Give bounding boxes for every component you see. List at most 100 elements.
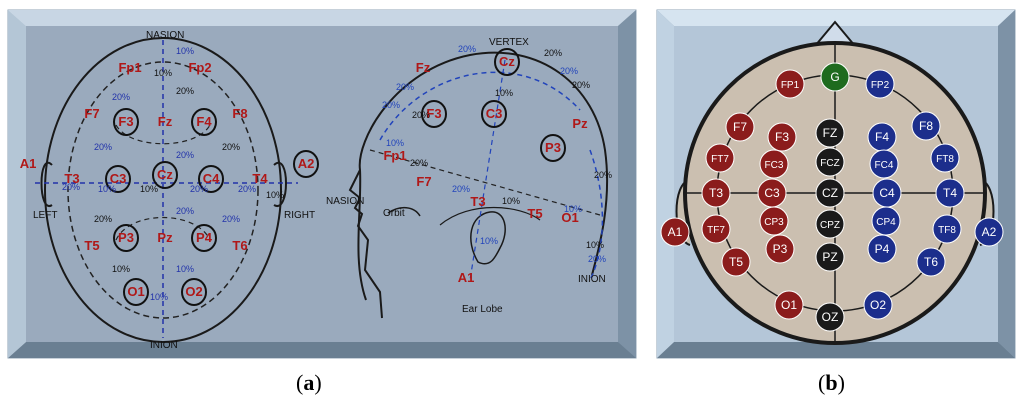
top-percent-label: 10% bbox=[176, 46, 194, 56]
top-nasion-label: NASION bbox=[146, 30, 184, 41]
side-electrode-ring-p3 bbox=[540, 134, 566, 162]
cap-electrode-dot-p3 bbox=[765, 234, 795, 264]
cap-electrode-label-f8: F8 bbox=[919, 119, 933, 133]
side-percent-label: 20% bbox=[588, 254, 606, 264]
top-left-label: LEFT bbox=[33, 210, 57, 221]
top-percent-label: 20% bbox=[238, 184, 256, 194]
panel-a-frame bbox=[7, 9, 637, 359]
cap-electrode-label-pz: PZ bbox=[822, 250, 837, 264]
cap-electrode-label-fp1: FP1 bbox=[781, 80, 800, 91]
cap-electrode-dot-cz bbox=[815, 178, 845, 208]
cap-electrode-label-a2: A2 bbox=[982, 225, 997, 239]
cap-electrode-label-cp4: CP4 bbox=[876, 217, 896, 228]
top-percent-label: 10% bbox=[112, 264, 130, 274]
top-electrode-t6: T6 bbox=[232, 238, 247, 253]
side-electrode-p3: P3 bbox=[545, 140, 561, 155]
cap-electrode-label-ft8: FT8 bbox=[936, 154, 954, 165]
side-electrode-ring-cz bbox=[494, 48, 520, 76]
cap-electrode-dot-g bbox=[820, 62, 850, 92]
top-percent-label: 10% bbox=[98, 184, 116, 194]
top-percent-label: 20% bbox=[222, 214, 240, 224]
top-percent-label: 10% bbox=[176, 264, 194, 274]
side-percent-label: 20% bbox=[382, 100, 400, 110]
top-electrode-f4: F4 bbox=[196, 114, 212, 129]
cap-electrode-dot-ft7 bbox=[705, 143, 735, 173]
side-electrode-pz: Pz bbox=[572, 116, 588, 131]
cap-electrode-dot-a2 bbox=[974, 217, 1004, 247]
cap-electrode-label-f3: F3 bbox=[775, 130, 789, 144]
cap-electrode-dot-f8 bbox=[911, 111, 941, 141]
top-electrode-fp1: Fp1 bbox=[118, 60, 141, 75]
side-view-diagram: VERTEX NASION INION Orbit Ear Lobe CzFzP… bbox=[326, 37, 612, 319]
cap-electrode-dot-f3 bbox=[767, 122, 797, 152]
top-electrode-ring-cz bbox=[152, 161, 178, 189]
cap-electrode-dot-o2 bbox=[863, 290, 893, 320]
top-electrode-fz: Fz bbox=[158, 114, 173, 129]
side-percent-label: 20% bbox=[452, 184, 470, 194]
top-electrode-t4: T4 bbox=[252, 171, 268, 186]
top-percent-label: 20% bbox=[112, 92, 130, 102]
cap-electrode-label-fc4: FC4 bbox=[875, 160, 894, 171]
cap-electrode-dot-fc3 bbox=[759, 149, 789, 179]
top-electrode-ring-p3 bbox=[113, 224, 139, 252]
side-percent-label: 20% bbox=[560, 66, 578, 76]
side-electrode-t5: T5 bbox=[527, 206, 542, 221]
side-electrode-cz: Cz bbox=[499, 54, 515, 69]
side-electrode-ring-c3 bbox=[481, 100, 507, 128]
cap-electrode-label-o2: O2 bbox=[870, 298, 886, 312]
cap-electrode-dot-oz bbox=[815, 302, 845, 332]
top-percent-label: 20% bbox=[62, 182, 80, 192]
top-electrode-t5: T5 bbox=[84, 238, 99, 253]
side-nasion-label: NASION bbox=[326, 196, 364, 207]
side-electrode-t3: T3 bbox=[470, 194, 485, 209]
top-electrode-t3: T3 bbox=[64, 171, 79, 186]
side-electrode-fz: Fz bbox=[416, 60, 431, 75]
side-electrode-a1: A1 bbox=[458, 270, 475, 285]
top-electrode-f8: F8 bbox=[232, 106, 247, 121]
cap-electrode-label-g: G bbox=[830, 70, 839, 84]
top-electrode-p4: P4 bbox=[196, 230, 213, 245]
side-ear-lobe-label: Ear Lobe bbox=[462, 304, 503, 315]
side-vertex-label: VERTEX bbox=[489, 37, 529, 48]
top-electrode-ring-o2 bbox=[181, 278, 207, 306]
top-percent-label: 20% bbox=[176, 150, 194, 160]
top-electrode-ring-p4 bbox=[191, 224, 217, 252]
top-percent-label: 10% bbox=[154, 68, 172, 78]
top-electrode-ring-c4 bbox=[198, 165, 224, 193]
side-percent-label: 10% bbox=[564, 204, 582, 214]
top-electrode-f3: F3 bbox=[118, 114, 133, 129]
cap-electrode-label-p4: P4 bbox=[875, 242, 890, 256]
cap-electrode-dot-pz bbox=[815, 242, 845, 272]
cap-electrode-label-cz: CZ bbox=[822, 186, 838, 200]
top-electrode-c3: C3 bbox=[110, 171, 127, 186]
cap-electrode-dot-cp3 bbox=[759, 206, 789, 236]
top-electrode-o1: O1 bbox=[127, 284, 144, 299]
top-electrode-a2: A2 bbox=[298, 156, 315, 171]
top-percent-label: 10% bbox=[140, 184, 158, 194]
cap-electrode-label-t6: T6 bbox=[924, 255, 938, 269]
top-electrode-p3: P3 bbox=[118, 230, 134, 245]
top-electrode-ring-f4 bbox=[191, 108, 217, 136]
cap-electrode-label-a1: A1 bbox=[668, 225, 683, 239]
cap-electrode-dot-ft8 bbox=[930, 143, 960, 173]
side-electrode-fp1: Fp1 bbox=[383, 148, 406, 163]
side-percent-label: 20% bbox=[572, 80, 590, 90]
top-percent-label: 10% bbox=[150, 292, 168, 302]
top-electrode-pz: Pz bbox=[157, 230, 173, 245]
cap-electrode-dot-cpz bbox=[815, 209, 845, 239]
cap-electrode-label-cp3: CP3 bbox=[764, 217, 784, 228]
side-orbit-label: Orbit bbox=[383, 208, 405, 219]
top-electrode-f7: F7 bbox=[84, 106, 99, 121]
side-percent-label: 10% bbox=[386, 138, 404, 148]
cap-electrode-dot-tf8 bbox=[932, 214, 962, 244]
top-electrode-a1: A1 bbox=[20, 156, 37, 171]
top-percent-label: 20% bbox=[176, 86, 194, 96]
cap-electrode-label-fp2: FP2 bbox=[871, 80, 890, 91]
cap-electrode-label-ft7: FT7 bbox=[711, 154, 729, 165]
side-percent-label: 10% bbox=[586, 240, 604, 250]
cap-electrode-label-f4: F4 bbox=[875, 130, 889, 144]
cap-electrode-label-t3: T3 bbox=[709, 186, 723, 200]
